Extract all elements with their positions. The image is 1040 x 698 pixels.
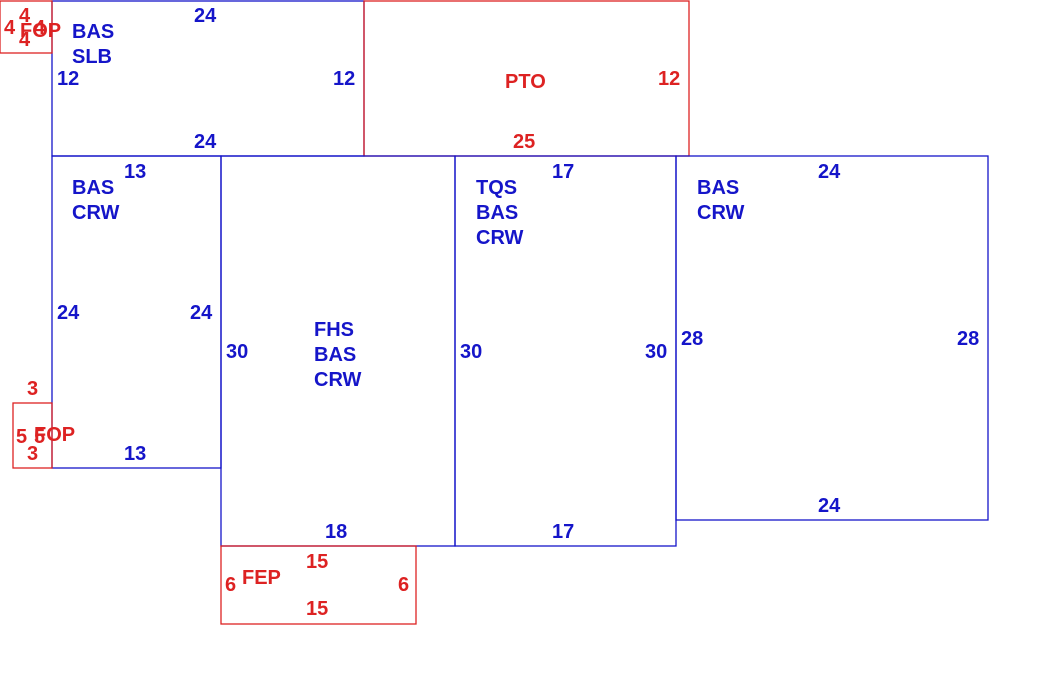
pto-label: PTO bbox=[505, 71, 546, 93]
fop-bottom-dim-left: 5 bbox=[16, 426, 27, 448]
bas-crw-left-label-2: CRW bbox=[72, 202, 120, 224]
fhs-dim-bottom: 18 bbox=[325, 521, 347, 543]
fep-label: FEP bbox=[242, 567, 281, 589]
fhs-label-1: FHS bbox=[314, 319, 354, 341]
tqs-dim-top: 17 bbox=[552, 161, 574, 183]
pto-dim-right: 12 bbox=[658, 68, 680, 90]
fop-top-dim-left: 4 bbox=[4, 17, 16, 39]
fop-bottom-dim-right: 5 bbox=[34, 426, 45, 448]
fhs-dim-left: 30 bbox=[226, 341, 248, 363]
bas-crw-right-outline bbox=[675, 155, 989, 521]
fep-dim-left: 6 bbox=[225, 574, 236, 596]
tqs-label-1: TQS bbox=[476, 177, 517, 199]
bas-slb-dim-right: 12 bbox=[333, 68, 355, 90]
bas-slb-dim-top: 24 bbox=[194, 5, 217, 27]
bas-slb-label-2: SLB bbox=[72, 46, 112, 68]
bas-crw-left-label-1: BAS bbox=[72, 177, 114, 199]
fhs-label-2: BAS bbox=[314, 344, 356, 366]
tqs-label-3: CRW bbox=[476, 227, 524, 249]
bas-crw-left-dim-right: 24 bbox=[190, 302, 213, 324]
bas-crw-left-dim-top: 13 bbox=[124, 161, 146, 183]
bas-crw-right-dim-left: 28 bbox=[681, 328, 703, 350]
fop-top-outline bbox=[0, 0, 53, 54]
fop-top-label: FOP bbox=[20, 20, 61, 42]
fop-bottom-dim-top: 3 bbox=[27, 378, 38, 400]
fep-dim-bottom: 15 bbox=[306, 598, 328, 620]
bas-crw-right-dim-bottom: 24 bbox=[818, 495, 841, 517]
pto-dim-bottom: 25 bbox=[513, 131, 535, 153]
fhs-label-3: CRW bbox=[314, 369, 362, 391]
fop-top-dim-bottom: 4 bbox=[19, 29, 31, 51]
fop-bottom-outline bbox=[12, 402, 53, 469]
bas-crw-right-label-2: CRW bbox=[697, 202, 745, 224]
tqs-dim-bottom: 17 bbox=[552, 521, 574, 543]
bas-slb-dim-left: 12 bbox=[57, 68, 79, 90]
bas-slb-label-1: BAS bbox=[72, 21, 114, 43]
fep-dim-top: 15 bbox=[306, 551, 328, 573]
tqs-dim-right: 30 bbox=[645, 341, 667, 363]
bas-crw-left-dim-left: 24 bbox=[57, 302, 80, 324]
bas-crw-left-dim-bottom: 13 bbox=[124, 443, 146, 465]
fop-bottom-label: FOP bbox=[34, 424, 75, 446]
fop-top-dim-top: 4 bbox=[19, 5, 31, 27]
fep-outline bbox=[220, 545, 417, 625]
tqs-dim-left: 30 bbox=[460, 341, 482, 363]
bas-crw-right-label-1: BAS bbox=[697, 177, 739, 199]
bas-slb-dim-bottom: 24 bbox=[194, 131, 217, 153]
bas-crw-right-dim-right: 28 bbox=[957, 328, 979, 350]
tqs-label-2: BAS bbox=[476, 202, 518, 224]
bas-crw-right-dim-top: 24 bbox=[818, 161, 841, 183]
fop-bottom-dim-bottom: 3 bbox=[27, 443, 38, 465]
fop-top-dim-right: 4 bbox=[34, 17, 46, 39]
fep-dim-right: 6 bbox=[398, 574, 409, 596]
